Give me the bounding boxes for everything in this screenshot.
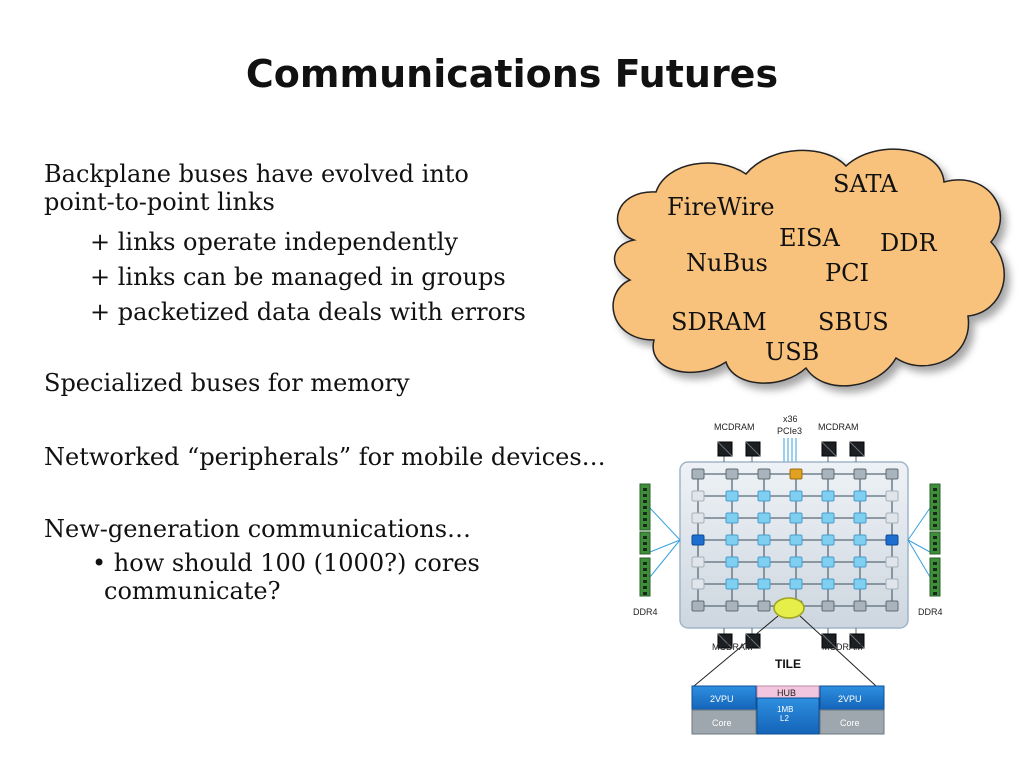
paragraph-backplane: Backplane buses have evolved into point-… xyxy=(44,160,469,216)
mesh-node xyxy=(789,534,803,546)
bullet-item: + links can be managed in groups xyxy=(90,263,506,291)
paragraph-backplane-line2: point-to-point links xyxy=(44,188,275,216)
ddr4-module-right xyxy=(929,483,941,597)
tile-core-right: Core xyxy=(840,718,860,728)
tile-core-left: Core xyxy=(712,718,732,728)
mesh-node xyxy=(725,578,739,590)
cloud-label-sdram: SDRAM xyxy=(671,308,767,336)
mesh-node xyxy=(691,556,705,568)
mesh-nodes xyxy=(691,441,899,649)
mesh-node xyxy=(821,556,835,568)
bullet-list: + links operate independently + links ca… xyxy=(90,225,526,330)
mesh-node xyxy=(725,534,739,546)
tile-hub: HUB xyxy=(777,688,796,698)
tile-vpu-left: 2VPU xyxy=(710,694,734,704)
label-mcdram-top-left: MCDRAM xyxy=(714,422,755,432)
mesh-node xyxy=(885,578,899,590)
cloud-label-sata: SATA xyxy=(833,170,898,198)
mesh-node xyxy=(757,556,771,568)
tile-vpu-right: 2VPU xyxy=(838,694,862,704)
mesh-node xyxy=(821,512,835,524)
mesh-node xyxy=(789,556,803,568)
mesh-node xyxy=(691,490,705,502)
paragraph-memory: Specialized buses for memory xyxy=(44,369,410,397)
mesh-node xyxy=(885,600,899,612)
mesh-node xyxy=(853,512,867,524)
paragraph-networked: Networked “peripherals” for mobile devic… xyxy=(44,443,606,471)
mesh-node xyxy=(821,534,835,546)
mesh-node xyxy=(757,534,771,546)
ddr4-module-left xyxy=(639,483,651,597)
tile-l2-line2: L2 xyxy=(780,714,789,723)
label-mcdram-top-right: MCDRAM xyxy=(818,422,859,432)
cloud-shape xyxy=(612,148,1005,387)
cloud-label-usb: USB xyxy=(765,338,819,366)
chip-diagram: MCDRAM x36 PCIe3 MCDRAM DDR4 DDR4 MCDRAM… xyxy=(628,412,968,747)
mesh-node xyxy=(853,534,867,546)
label-pcie3: PCIe3 xyxy=(777,426,802,436)
mesh-node xyxy=(691,468,705,480)
mesh-node xyxy=(885,468,899,480)
bus-cloud: SATA FireWire EISA DDR NuBus PCI SDRAM S… xyxy=(596,140,1024,415)
cloud-label-nubus: NuBus xyxy=(686,249,768,277)
mesh-node xyxy=(885,490,899,502)
mesh-node xyxy=(821,490,835,502)
mesh-node xyxy=(757,512,771,524)
mesh-node xyxy=(757,600,771,612)
mesh-node xyxy=(691,512,705,524)
label-tile: TILE xyxy=(775,657,801,671)
mesh-node xyxy=(691,578,705,590)
label-ddr4-right: DDR4 xyxy=(918,607,943,617)
label-mcdram-bottom-left: MCDRAM xyxy=(712,642,753,652)
paragraph-new-generation: New-generation communications… xyxy=(44,515,472,543)
mesh-node xyxy=(789,490,803,502)
mesh-node xyxy=(885,556,899,568)
bullet-cores-line2: communicate? xyxy=(104,577,281,605)
mesh-node xyxy=(789,468,803,480)
bullet-cores: • how should 100 (1000?) cores communica… xyxy=(92,549,480,605)
bullet-item: + packetized data deals with errors xyxy=(90,298,526,326)
cloud-label-pci: PCI xyxy=(825,259,869,287)
mesh-node xyxy=(821,578,835,590)
mesh-node xyxy=(885,534,899,546)
mesh-node xyxy=(853,578,867,590)
label-ddr4-left: DDR4 xyxy=(633,607,658,617)
mesh-node xyxy=(853,490,867,502)
mesh-node xyxy=(757,578,771,590)
tile-l2-line1: 1MB xyxy=(777,705,793,714)
mesh-node xyxy=(725,600,739,612)
mesh-node xyxy=(853,556,867,568)
mesh-node xyxy=(853,600,867,612)
mesh-node xyxy=(725,490,739,502)
mesh-node xyxy=(789,512,803,524)
mesh-node xyxy=(853,468,867,480)
mesh-node xyxy=(725,468,739,480)
cloud-label-ddr: DDR xyxy=(880,229,937,257)
bullet-cores-line1: • how should 100 (1000?) cores xyxy=(92,549,480,577)
bullet-item: + links operate independently xyxy=(90,228,458,256)
cloud-graphic: SATA FireWire EISA DDR NuBus PCI SDRAM S… xyxy=(612,148,1005,387)
mesh-node xyxy=(725,512,739,524)
cloud-label-eisa: EISA xyxy=(779,224,840,252)
mesh-node xyxy=(885,512,899,524)
mesh-node xyxy=(725,556,739,568)
mesh-node xyxy=(821,600,835,612)
mesh-node xyxy=(789,578,803,590)
cloud-label-sbus: SBUS xyxy=(818,308,889,336)
slide-title: Communications Futures xyxy=(245,52,779,96)
label-x36: x36 xyxy=(783,414,798,424)
tile-detail: 2VPU Core HUB 1MB L2 2VPU Core xyxy=(691,685,885,735)
mesh-node xyxy=(691,600,705,612)
mesh-node xyxy=(821,468,835,480)
mesh-node xyxy=(757,490,771,502)
paragraph-backplane-line1: Backplane buses have evolved into xyxy=(44,160,469,188)
label-mcdram-bottom-right: MCDRAM xyxy=(822,642,863,652)
ring-hub xyxy=(773,597,805,619)
mesh-node xyxy=(691,534,705,546)
mesh-node xyxy=(757,468,771,480)
mesh-diagram: MCDRAM x36 PCIe3 MCDRAM DDR4 DDR4 MCDRAM… xyxy=(633,414,943,735)
cloud-label-firewire: FireWire xyxy=(667,193,775,221)
